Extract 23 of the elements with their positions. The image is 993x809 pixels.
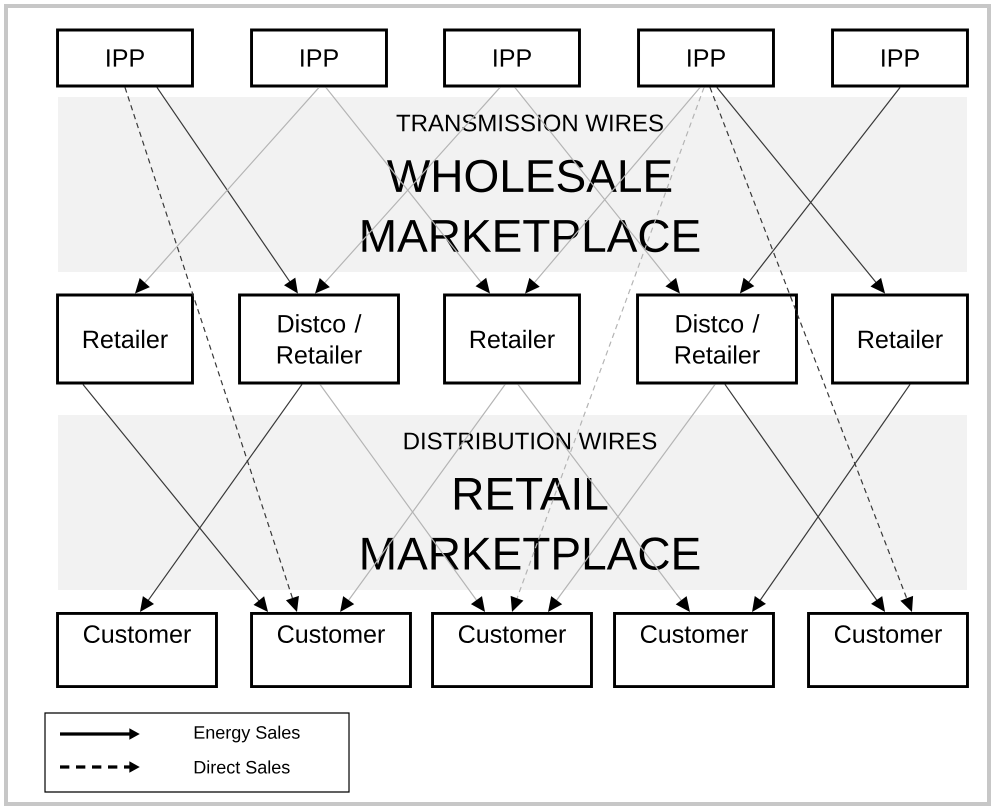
entity-box: Retailer [443, 294, 581, 384]
entity-box: Retailer [56, 294, 194, 384]
entity-box: Customer [807, 612, 969, 688]
legend-label: Direct Sales [194, 760, 290, 774]
entity-box: IPP [250, 28, 388, 88]
entity-box: IPP [443, 28, 581, 88]
arrow [135, 87, 320, 294]
band-title: RETAIL MARKETPLACE [362, 478, 700, 570]
entity-box: Customer [56, 612, 218, 688]
band-subtitle: DISTRIBUTION WIRES [404, 432, 656, 450]
entity-box: Distco / Retailer [636, 294, 798, 384]
band-title: WHOLESALE MARKETPLACE [362, 160, 700, 252]
legend-label: Energy Sales [194, 726, 300, 742]
entity-box: IPP [56, 28, 194, 88]
arrow [525, 87, 700, 294]
entity-box: Distco / Retailer [238, 294, 400, 384]
entity-box: Customer [431, 612, 593, 688]
entity-box: Customer [250, 612, 412, 688]
entity-box: IPP [831, 28, 969, 88]
entity-box: Retailer [831, 294, 969, 384]
band-subtitle: TRANSMISSION WIRES [396, 114, 663, 132]
entity-box: IPP [637, 28, 775, 88]
entity-box: Customer [613, 612, 775, 688]
